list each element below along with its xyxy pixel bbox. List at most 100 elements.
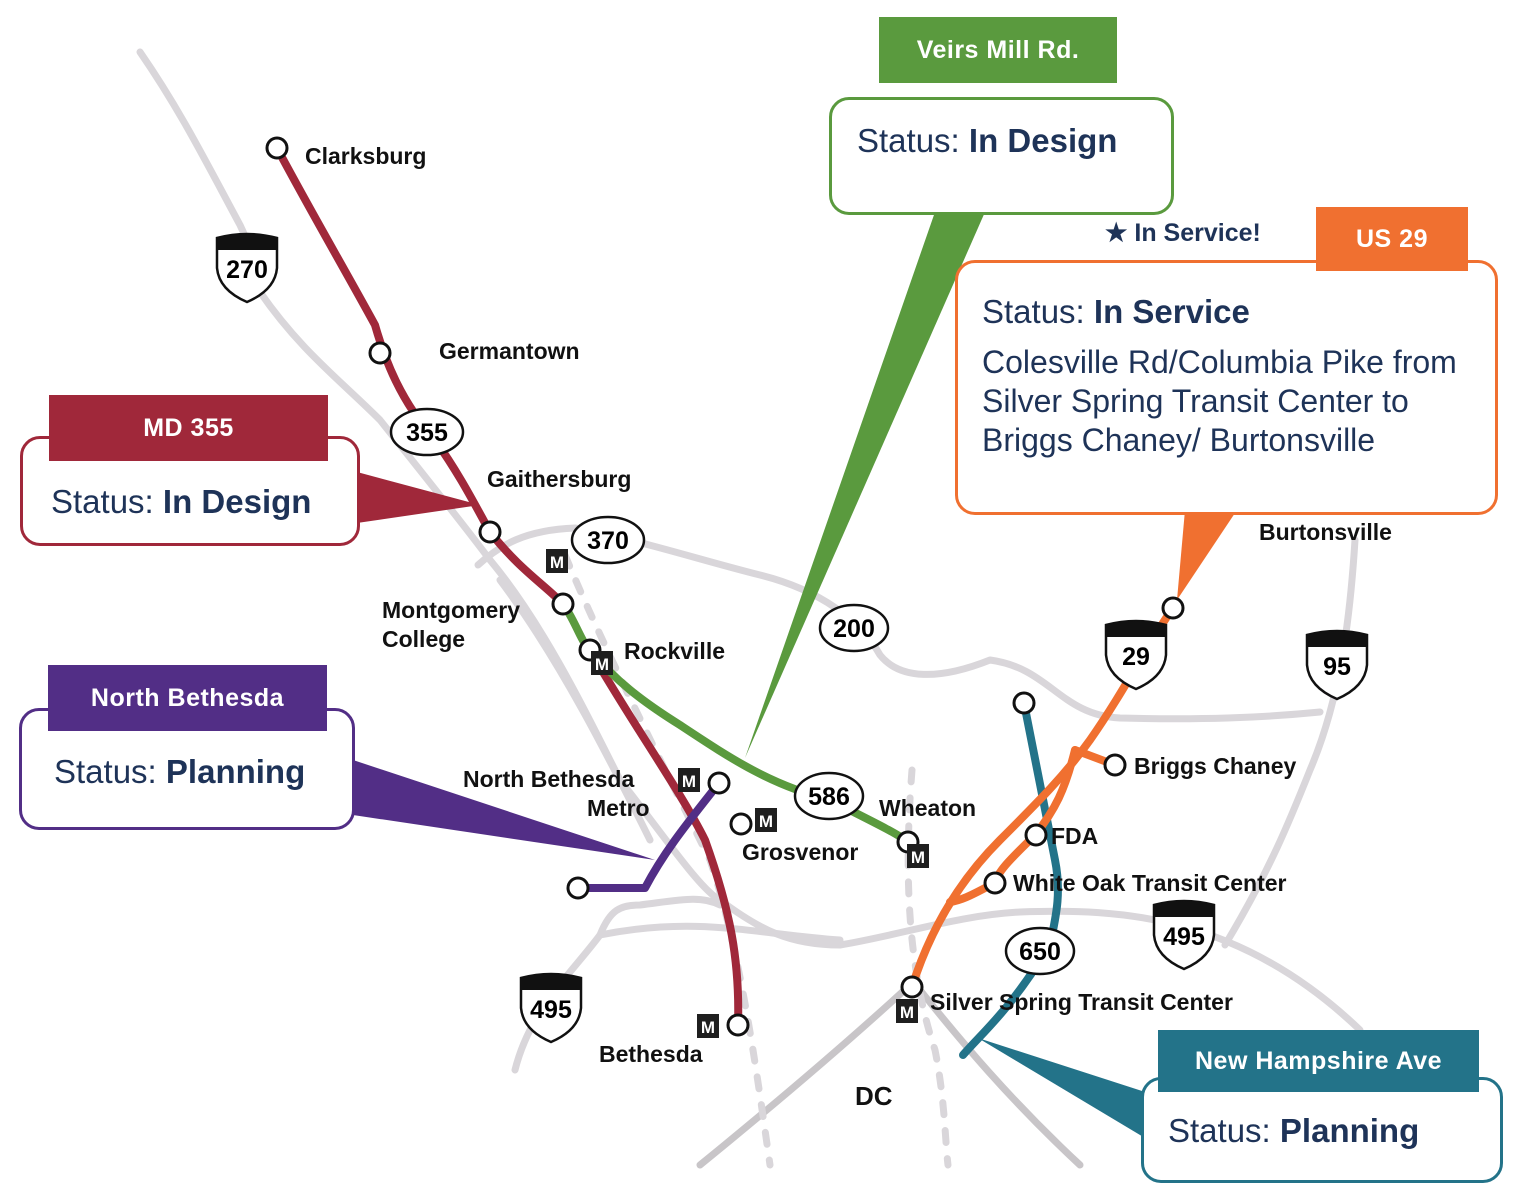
veirs-mill-callout: Status: In Design	[829, 97, 1174, 215]
label-briggs-chaney: Briggs Chaney	[1134, 753, 1297, 779]
us29-tab: US 29	[1316, 207, 1468, 271]
state-route-markers: 355 370 200 586 650	[389, 407, 1076, 976]
us29-pointer	[1177, 510, 1237, 600]
label-grosvenor: Grosvenor	[742, 839, 858, 865]
station-grosvenor[interactable]	[729, 812, 753, 836]
route-370-oval: 370	[570, 515, 646, 565]
route-495-west-shield: 495	[519, 972, 583, 1044]
label-bethesda: Bethesda	[599, 1041, 703, 1067]
metro-marker-bethesda: M	[697, 1014, 719, 1038]
road-i495-loop	[596, 922, 844, 944]
label-clarksburg: Clarksburg	[305, 143, 426, 169]
veirs-mill-pointer	[745, 212, 985, 758]
north-bethesda-tab: North Bethesda	[48, 665, 327, 731]
label-gaithersburg: Gaithersburg	[487, 466, 631, 492]
station-new-hampshire-north[interactable]	[1012, 691, 1036, 715]
interstate-shields: 270 29 95 495 495	[215, 232, 1369, 1044]
label-germantown: Germantown	[439, 338, 580, 364]
route-586-oval: 586	[793, 771, 865, 821]
metro-marker-grosvenor: M	[755, 808, 777, 832]
svg-text:M: M	[595, 655, 609, 674]
svg-text:M: M	[550, 553, 564, 572]
svg-text:M: M	[682, 772, 696, 791]
road-dc-east	[916, 986, 1084, 1169]
route-650-oval: 650	[1004, 926, 1076, 976]
us29-callout: Status: In Service Colesville Rd/Columbi…	[955, 260, 1498, 515]
veirs-mill-tab: Veirs Mill Rd.	[879, 17, 1117, 83]
station-north-bethesda-west[interactable]	[566, 876, 590, 900]
label-montgomery-college-2: College	[382, 626, 465, 652]
station-gaithersburg[interactable]	[478, 520, 502, 544]
station-briggs-chaney[interactable]	[1103, 753, 1127, 777]
label-burtonsville: Burtonsville	[1259, 519, 1392, 545]
route-95-shield: 95	[1305, 629, 1369, 701]
svg-text:M: M	[759, 812, 773, 831]
veirs-mill-status: Status: In Design	[857, 122, 1118, 159]
label-rockville: Rockville	[624, 638, 725, 664]
svg-text:650: 650	[1019, 938, 1061, 966]
md355-line-south	[586, 646, 743, 1029]
metro-marker-wheaton: M	[907, 844, 929, 868]
us29-line-white-oak	[946, 746, 1079, 906]
route-355-oval: 355	[389, 407, 465, 457]
new-hampshire-line	[959, 699, 1062, 1059]
us29-status: Status: In Service	[982, 293, 1250, 330]
svg-text:370: 370	[587, 527, 629, 555]
md355-pointer	[357, 472, 480, 523]
in-service-badge: ★ In Service!	[1105, 219, 1261, 247]
stations	[265, 136, 1185, 1037]
svg-text:495: 495	[530, 996, 572, 1024]
station-fda[interactable]	[1024, 823, 1048, 847]
svg-text:495: 495	[1163, 923, 1205, 951]
svg-text:200: 200	[833, 615, 875, 643]
station-white-oak[interactable]	[983, 871, 1007, 895]
metro-marker-gaithersburg: M	[546, 549, 568, 573]
route-200-oval: 200	[818, 603, 890, 653]
svg-text:M: M	[701, 1018, 715, 1037]
station-labels: Clarksburg Germantown Gaithersburg Montg…	[305, 143, 1392, 1111]
north-bethesda-status: Status: Planning	[54, 753, 306, 790]
label-wheaton: Wheaton	[879, 795, 976, 821]
station-germantown[interactable]	[368, 341, 392, 365]
md355-status: Status: In Design	[51, 483, 312, 520]
label-north-bethesda-1: North Bethesda	[463, 766, 634, 792]
north-bethesda-line	[574, 779, 723, 892]
station-north-bethesda[interactable]	[707, 771, 731, 795]
road-bethesda	[496, 576, 654, 844]
label-fda: FDA	[1051, 823, 1098, 849]
road-i95	[1221, 536, 1359, 949]
svg-text:270: 270	[226, 256, 268, 284]
label-silver-spring: Silver Spring Transit Center	[930, 989, 1233, 1015]
north-bethesda-pointer	[353, 760, 655, 860]
label-north-bethesda-2: Metro	[587, 795, 650, 821]
station-bethesda[interactable]	[726, 1013, 750, 1037]
new-hampshire-tab: New Hampshire Ave	[1158, 1030, 1479, 1092]
metro-marker-north-bethesda: M	[678, 768, 700, 792]
svg-text:M: M	[900, 1003, 914, 1022]
metro-markers: M M M M M M M	[546, 549, 929, 1038]
station-montgomery-college[interactable]	[551, 592, 575, 616]
road-dc-west	[696, 981, 914, 1169]
star-icon: ★	[1105, 219, 1128, 247]
us29-description: Colesville Rd/Columbia Pike from Silver …	[982, 344, 1457, 458]
station-silver-spring[interactable]	[900, 975, 924, 999]
label-white-oak: White Oak Transit Center	[1013, 870, 1287, 896]
new-hampshire-status: Status: Planning	[1168, 1112, 1420, 1149]
station-clarksburg[interactable]	[265, 136, 289, 160]
svg-text:586: 586	[808, 783, 850, 811]
label-dc: DC	[855, 1081, 893, 1111]
station-burtonsville[interactable]	[1161, 596, 1185, 620]
label-montgomery-college-1: Montgomery	[382, 597, 520, 623]
svg-text:29: 29	[1122, 643, 1150, 671]
svg-text:95: 95	[1323, 653, 1351, 681]
svg-text:M: M	[911, 848, 925, 867]
svg-text:355: 355	[406, 419, 448, 447]
new-hampshire-callout: Status: Planning	[1141, 1077, 1503, 1183]
route-270-shield: 270	[215, 232, 279, 304]
route-495-east-shield: 495	[1152, 899, 1216, 971]
metro-red-line-east	[904, 766, 952, 1169]
md355-tab: MD 355	[49, 395, 328, 461]
metro-marker-rockville: M	[591, 651, 613, 675]
